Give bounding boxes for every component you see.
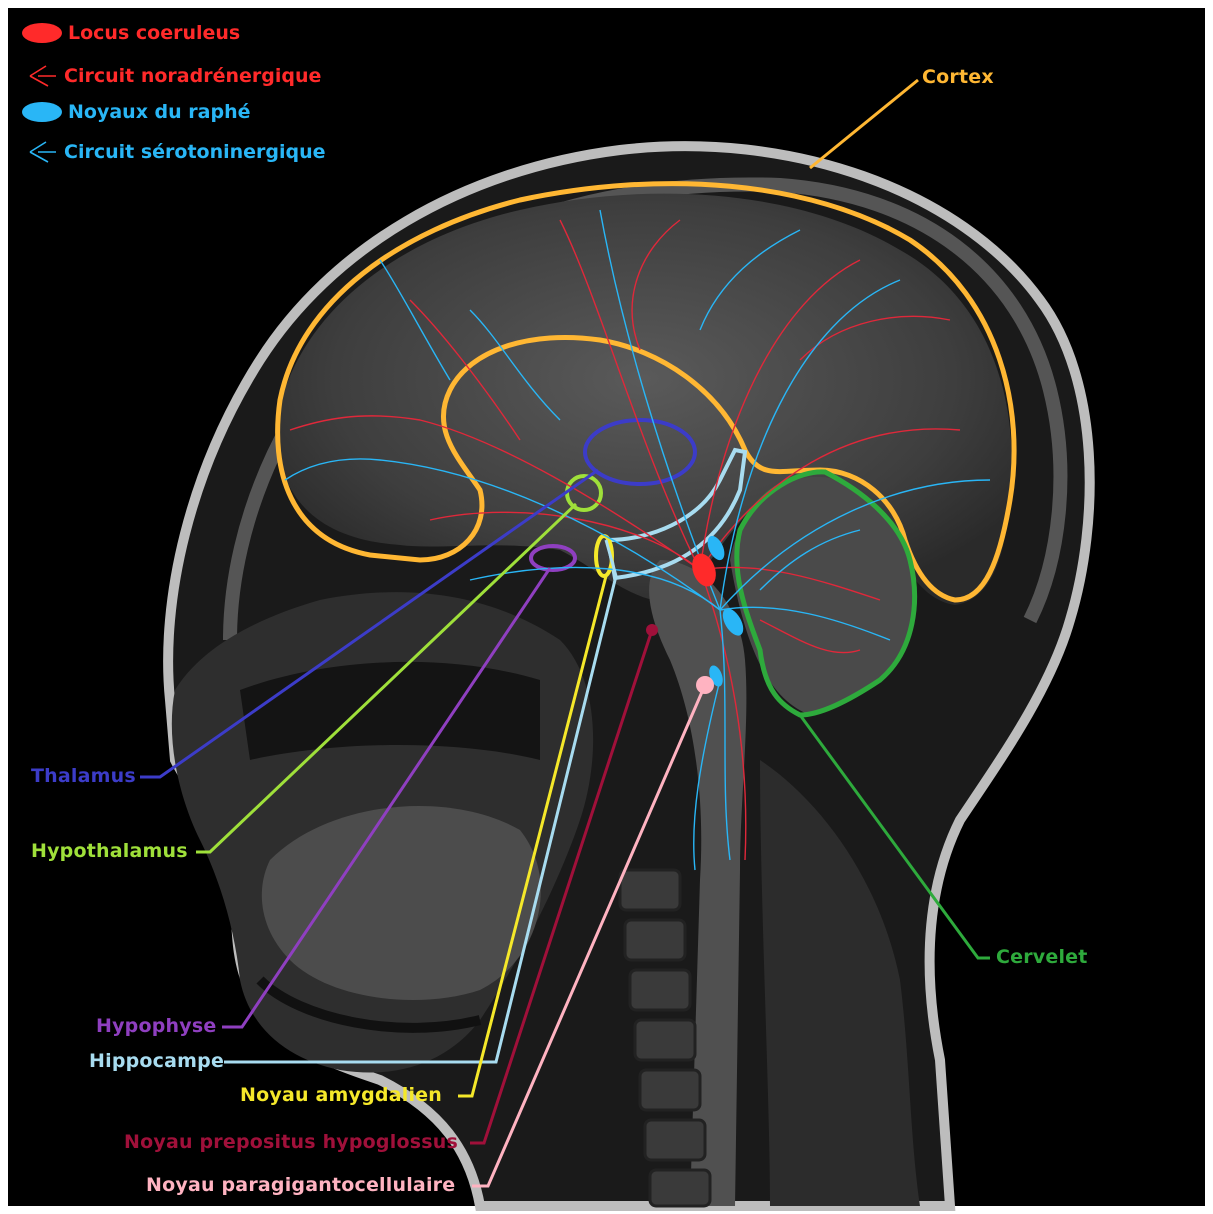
legend-item-circuit-noradrenergique: Circuit noradrénergique xyxy=(20,64,321,88)
red-fiber-icon xyxy=(20,64,60,88)
blue-blob-icon xyxy=(20,100,64,124)
legend-item-noyaux-raphe: Noyaux du raphé xyxy=(20,100,251,124)
label-cervelet: Cervelet xyxy=(996,948,1088,967)
legend-label: Noyaux du raphé xyxy=(68,101,251,123)
legend-label: Circuit noradrénergique xyxy=(64,65,321,87)
label-hypophyse: Hypophyse xyxy=(96,1017,216,1036)
label-thalamus: Thalamus xyxy=(31,767,136,786)
oral-cavity xyxy=(262,806,541,1000)
legend-item-locus-coeruleus: Locus coeruleus xyxy=(20,21,240,45)
label-cortex: Cortex xyxy=(922,68,994,87)
label-noyau-amygdalien: Noyau amygdalien xyxy=(240,1086,442,1105)
label-noyau-prepositus: Noyau prepositus hypoglossus xyxy=(124,1133,458,1152)
legend-label: Circuit sérotoninergique xyxy=(64,141,326,163)
red-blob-icon xyxy=(20,21,64,45)
label-hippocampe: Hippocampe xyxy=(89,1052,224,1071)
label-noyau-paragigantocellulaire: Noyau paragigantocellulaire xyxy=(146,1176,455,1195)
blue-fiber-icon xyxy=(20,140,60,164)
legend-item-circuit-serotoninergique: Circuit sérotoninergique xyxy=(20,140,326,164)
legend-label: Locus coeruleus xyxy=(68,22,240,44)
label-hypothalamus: Hypothalamus xyxy=(31,842,188,861)
